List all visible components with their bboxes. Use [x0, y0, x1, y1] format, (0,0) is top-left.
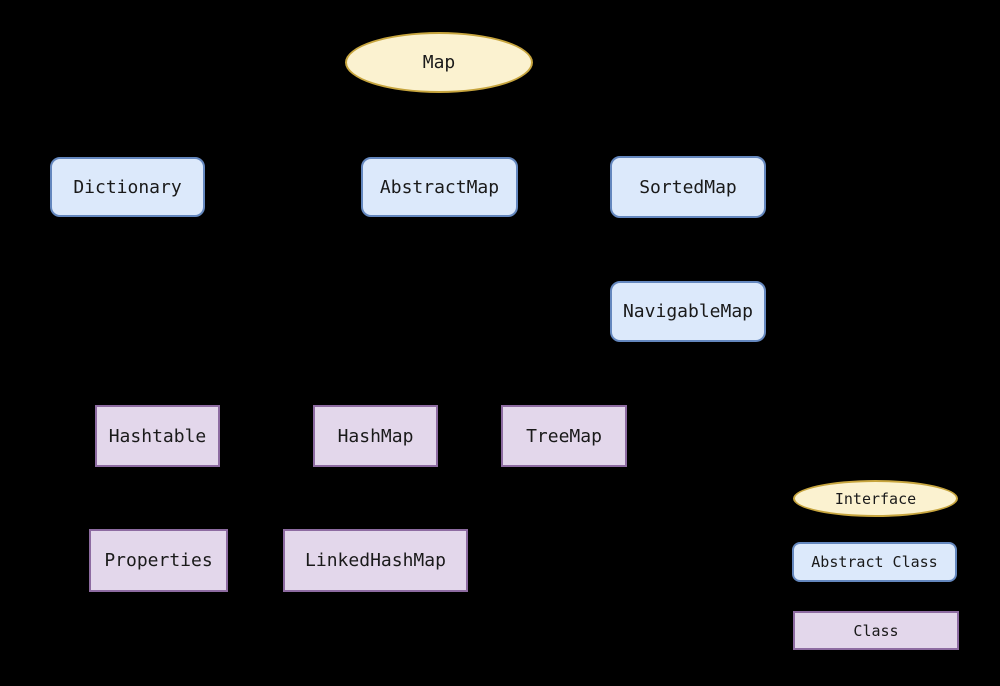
node-navigablemap: NavigableMap [610, 281, 766, 342]
node-hashmap-label: HashMap [337, 425, 414, 447]
node-sortedmap: SortedMap [610, 156, 766, 218]
legend-class: Class [793, 611, 959, 650]
node-properties: Properties [89, 529, 228, 592]
node-dictionary: Dictionary [50, 157, 205, 217]
node-linkedhashmap-label: LinkedHashMap [305, 550, 446, 571]
node-abstractmap: AbstractMap [361, 157, 518, 217]
node-navigablemap-label: NavigableMap [622, 301, 754, 322]
node-map: Map [345, 32, 533, 93]
node-hashmap: HashMap [313, 405, 438, 467]
legend-abstract-class: Abstract Class [792, 542, 957, 582]
node-treemap: TreeMap [501, 405, 627, 467]
legend-interface-label: Interface [834, 489, 917, 508]
node-sortedmap-label: SortedMap [639, 176, 737, 198]
node-map-label: Map [422, 52, 456, 73]
node-hashtable-label: Hashtable [108, 425, 207, 447]
node-linkedhashmap: LinkedHashMap [283, 529, 468, 592]
legend-class-label: Class [853, 621, 899, 640]
node-dictionary-label: Dictionary [73, 176, 182, 198]
node-abstractmap-label: AbstractMap [379, 176, 500, 198]
node-hashtable: Hashtable [95, 405, 220, 467]
legend-interface: Interface [793, 480, 958, 517]
node-treemap-label: TreeMap [526, 425, 602, 447]
node-properties-label: Properties [104, 550, 213, 571]
legend-abstract-class-label: Abstract Class [811, 553, 938, 571]
